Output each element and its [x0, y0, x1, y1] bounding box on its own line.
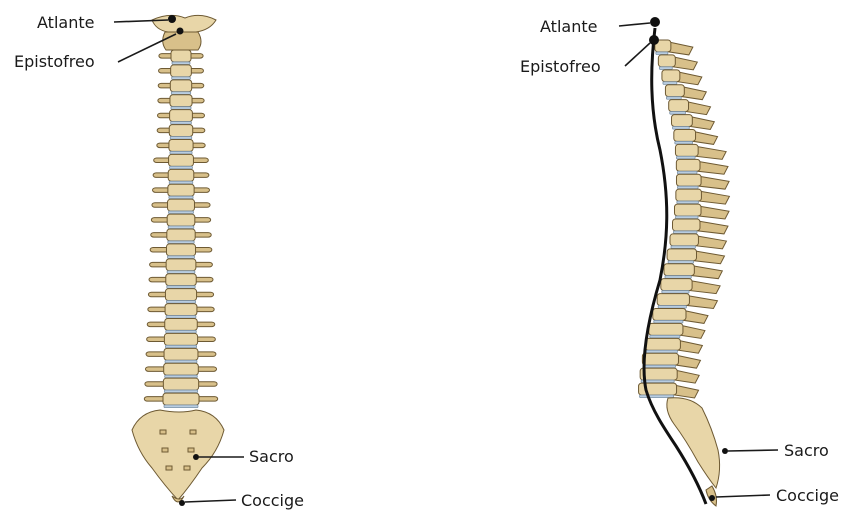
- side-vertebra: [673, 219, 728, 234]
- front-vertebra: [154, 154, 209, 169]
- front-vertebra: [158, 80, 204, 95]
- front-vertebra: [146, 348, 216, 363]
- spine-front-view: Atlante Epistofreo Sacro Coccige: [14, 13, 304, 510]
- front-coccige-label: Coccige: [241, 491, 304, 510]
- front-axis: [163, 32, 201, 50]
- front-vertebra: [153, 184, 210, 199]
- front-vertebra: [145, 363, 216, 378]
- side-vertebra: [657, 294, 717, 309]
- spine-side-view: Atlante Epistofreo Sacro Coccige: [520, 17, 839, 506]
- front-vertebra: [150, 259, 213, 274]
- front-vertebra: [157, 125, 205, 140]
- side-coccige-marker: [709, 495, 715, 501]
- front-vertebra: [151, 229, 211, 244]
- side-vertebra: [667, 249, 724, 264]
- side-epistofreo-leader: [625, 43, 650, 66]
- front-vertebra: [149, 274, 213, 289]
- front-vertebra: [152, 199, 210, 214]
- side-atlante-marker: [650, 17, 660, 27]
- front-vertebra: [158, 95, 204, 110]
- side-vertebra: [672, 115, 715, 130]
- front-coccige-marker: [179, 500, 185, 506]
- front-vertebra: [147, 319, 215, 334]
- side-sacro-leader: [728, 450, 778, 451]
- side-coccige-leader: [716, 495, 770, 497]
- side-atlante-label: Atlante: [540, 17, 597, 36]
- side-vertebra: [669, 100, 711, 115]
- front-vertebra: [148, 304, 214, 319]
- front-coccige-leader: [185, 500, 236, 502]
- front-vertebra: [153, 169, 209, 184]
- front-vertebra: [151, 214, 210, 229]
- front-vertebra: [147, 333, 216, 348]
- front-vertebral-column: [144, 50, 217, 408]
- front-vertebra: [157, 140, 205, 155]
- front-sacrum: [132, 410, 224, 500]
- side-vertebra: [658, 55, 697, 70]
- side-vertebra: [676, 174, 729, 189]
- front-vertebra: [148, 289, 213, 304]
- side-vertebra: [661, 279, 720, 294]
- front-vertebra: [159, 50, 203, 65]
- side-vertebra: [662, 70, 702, 85]
- side-vertebra: [676, 159, 728, 174]
- side-vertebra: [645, 338, 702, 353]
- front-vertebra: [145, 378, 217, 393]
- side-vertebra: [664, 264, 722, 279]
- side-vertebra: [655, 40, 693, 55]
- front-vertebra: [159, 65, 204, 80]
- side-sacro-label: Sacro: [784, 441, 829, 460]
- side-vertebra: [642, 353, 700, 368]
- front-atlante-label: Atlante: [37, 13, 94, 32]
- front-sacro-marker: [193, 454, 199, 460]
- front-epistofreo-label: Epistofreo: [14, 52, 95, 71]
- side-vertebra: [665, 85, 706, 100]
- side-vertebra: [674, 204, 729, 219]
- side-vertebra: [674, 130, 718, 145]
- side-coccige-label: Coccige: [776, 486, 839, 505]
- side-sacro-marker: [722, 448, 728, 454]
- front-sacro-label: Sacro: [249, 447, 294, 466]
- front-atlas: [152, 15, 216, 32]
- front-atlante-marker: [168, 15, 176, 23]
- side-epistofreo-label: Epistofreo: [520, 57, 601, 76]
- side-vertebra: [670, 234, 726, 249]
- front-epistofreo-marker: [177, 28, 184, 35]
- front-vertebra: [150, 244, 212, 259]
- side-atlante-leader: [619, 23, 650, 26]
- side-epistofreo-marker: [649, 35, 659, 45]
- front-vertebra: [158, 110, 205, 125]
- side-vertebra: [676, 189, 730, 204]
- side-vertebra: [649, 323, 705, 338]
- side-vertebra: [640, 368, 699, 383]
- side-vertebra: [675, 144, 726, 159]
- front-vertebra: [144, 393, 217, 408]
- side-vertebra: [653, 309, 708, 324]
